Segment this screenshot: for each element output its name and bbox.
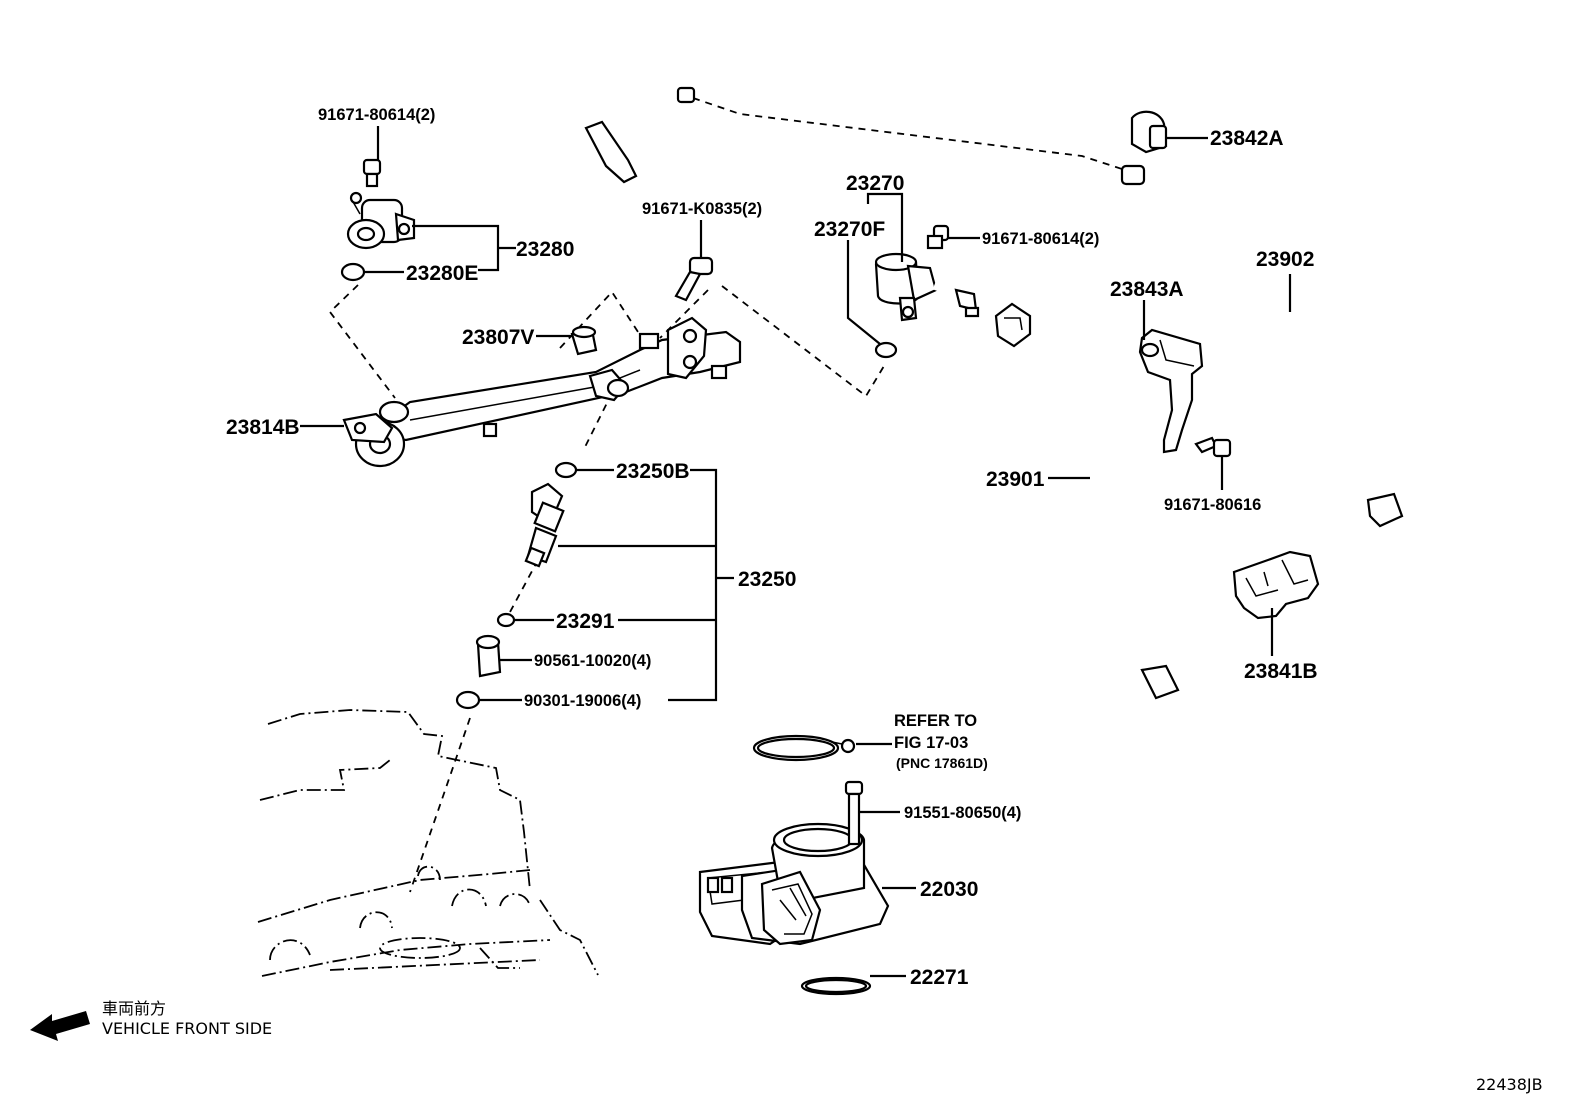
part-labels: 91671-80614(2) 23280 23280E 91671-K0835(… [226,106,1318,989]
o-ring-90301-19006 [455,690,481,710]
grommet-23807V [570,325,598,356]
throttle-body-22030 [698,822,890,946]
bolt-91551-80650 [844,780,864,846]
grommet-23291 [496,612,516,628]
label-23902: 23902 [1256,248,1314,271]
label-23814B: 23814B [226,416,300,439]
figure-id: 22438JB [1476,1075,1543,1094]
label-23291: 23291 [556,610,615,633]
label-23250B: 23250B [616,460,690,483]
fuel-pipe-upper [377,83,696,213]
label-vehicle-front-en: VEHICLE FRONT SIDE [102,1019,272,1038]
collar-90561-10020 [475,634,502,678]
label-refer-to: REFER TO [894,712,977,730]
label-91671-80614-top: 91671-80614(2) [318,106,435,124]
vehicle-front-indicator: 車両前方 VEHICLE FRONT SIDE [30,999,272,1041]
label-23843A: 23843A [1110,278,1184,301]
label-90561-10020: 90561-10020(4) [534,652,651,670]
label-23280: 23280 [516,238,574,261]
label-91671-80616: 91671-80616 [1164,496,1261,514]
leader-lines [300,126,1292,978]
label-22271: 22271 [910,966,969,989]
label-23842A: 23842A [1210,127,1284,150]
bolt-91671-80616 [1194,436,1232,458]
bracket-23843A [1138,328,1204,454]
label-23280E: 23280E [406,262,478,285]
bolt-91671-80614-top [362,158,382,188]
front-arrow-icon [30,1011,90,1041]
label-23270F: 23270F [814,218,885,241]
pressure-regulator-23280 [346,191,416,250]
o-ring-23250B [554,461,578,479]
label-91671-80614-mid: 91671-80614(2) [982,230,1099,248]
pulsation-damper-23270 [874,252,980,322]
label-23807V: 23807V [462,326,534,349]
fuel-hose-23902 [1120,164,1404,528]
hose-clamp [752,734,856,762]
label-23250: 23250 [738,568,796,591]
clip-23842A [1130,110,1168,154]
label-vehicle-front-jp: 車両前方 [102,999,166,1018]
o-ring-23270F [874,341,898,359]
bolt-91671-80614-mid [926,224,950,250]
clamp-23841B [1232,550,1320,620]
label-90301-19006: 90301-19006(4) [524,692,641,710]
label-23841B: 23841B [1244,660,1318,683]
injector-23250 [524,482,565,568]
engine-outline [257,709,599,977]
label-23270: 23270 [846,172,904,195]
label-fig-17-03: FIG 17-03 [894,734,968,752]
label-22030: 22030 [920,878,978,901]
label-23901: 23901 [986,468,1045,491]
o-ring-23280E [340,262,366,282]
bolt-91671-K0835 [674,256,714,302]
label-91671-K0835: 91671-K0835(2) [642,200,762,218]
fuel-rail-23814B [342,316,742,468]
label-91551-80650: 91551-80650(4) [904,804,1021,822]
fuel-hose-23901 [994,302,1180,700]
gasket-22271 [800,976,872,996]
label-pnc-17861D: (PNC 17861D) [896,755,988,771]
